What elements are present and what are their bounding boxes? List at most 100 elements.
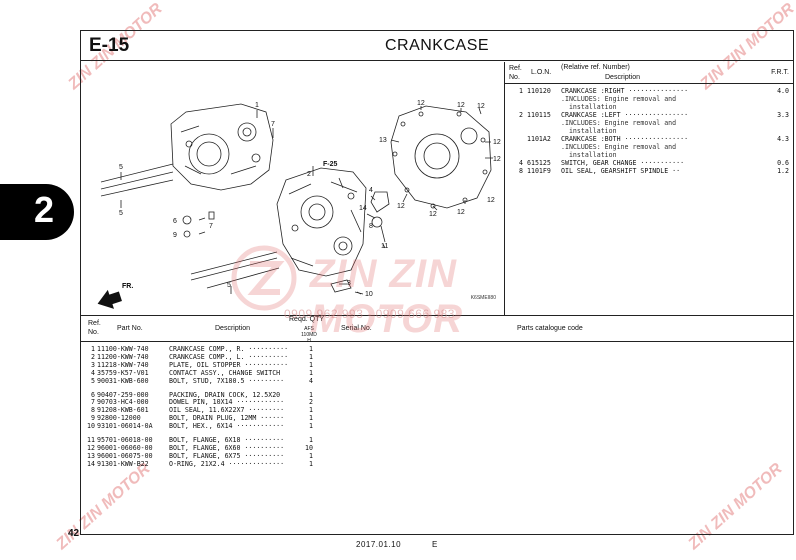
callout-13: 13 bbox=[379, 137, 387, 144]
relative-table-header: Ref. No. L.O.N. (Relative ref. Number) D… bbox=[505, 62, 793, 84]
callout-2: 2 bbox=[307, 171, 311, 178]
callout-5c: 5 bbox=[227, 282, 231, 289]
quantity: 1 bbox=[309, 352, 313, 361]
description: BOLT, FLANGE, 6X60 ·········· bbox=[169, 443, 285, 452]
quantity: 1 bbox=[309, 414, 313, 423]
header-lon: L.O.N. bbox=[531, 69, 552, 76]
lon-code: 110120 bbox=[527, 87, 551, 95]
header-catalogue-code: Parts catalogue code bbox=[517, 325, 583, 332]
diagram-code: K6SMEII80 bbox=[470, 295, 496, 301]
dowel-pin bbox=[208, 211, 215, 220]
lon-code: 1101A2 bbox=[527, 135, 551, 143]
watermark-main: ZIN ZIN MOTOR bbox=[230, 244, 590, 341]
description: CRANKCASE :BOTH ················ bbox=[561, 135, 689, 143]
callout-3: 3 bbox=[347, 280, 351, 287]
quantity: 1 bbox=[309, 360, 313, 369]
ref-no: 1 bbox=[519, 87, 523, 95]
description: OIL SEAL, GEARSHIFT SPINDLE ·· bbox=[561, 167, 681, 175]
description: CRANKCASE :LEFT ················ bbox=[561, 111, 689, 119]
header-model: AFS 110MD H bbox=[300, 326, 318, 344]
ref-no: 1 bbox=[91, 345, 95, 353]
part-number: 90703-HC4-000 bbox=[97, 398, 149, 407]
description: .INCLUDES: Engine removal and bbox=[561, 95, 677, 103]
description: BOLT, STUD, 7X180.5 ········· bbox=[169, 376, 285, 385]
description: BOLT, HEX., 6X14 ············ bbox=[169, 422, 285, 431]
lon-code: 615125 bbox=[527, 159, 551, 167]
callout-12b: 12 bbox=[457, 102, 465, 109]
description: BOLT, FLANGE, 6X75 ·········· bbox=[169, 451, 285, 460]
callout-8: 8 bbox=[369, 223, 373, 230]
parts-page: E-15 CRANKCASE bbox=[80, 30, 794, 535]
front-direction-label: FR. bbox=[122, 283, 133, 290]
header-relative: (Relative ref. Number) bbox=[561, 64, 630, 71]
description: OIL SEAL, 11.6X22X7 ········· bbox=[169, 406, 285, 415]
ref-no: 2 bbox=[91, 352, 95, 361]
callout-12d: 12 bbox=[493, 139, 501, 146]
page-number: 42 bbox=[68, 528, 80, 539]
crankcase-illustration: FR. 1 7 5 5 6 9 7 F-25 2 4 14 8 11 3 10 … bbox=[97, 100, 501, 309]
callout-7a: 7 bbox=[271, 121, 275, 128]
description: .INCLUDES: Engine removal and bbox=[561, 119, 677, 127]
switch-assembly bbox=[370, 191, 390, 213]
model-line-1: AFS bbox=[304, 326, 314, 332]
drain-plug bbox=[183, 230, 191, 238]
part-number: 96001-06075-00 bbox=[97, 451, 153, 460]
section-code: E-15 bbox=[89, 35, 130, 56]
callout-12e: 12 bbox=[493, 156, 501, 163]
watermark-brand: ZIN ZIN MOTOR bbox=[310, 252, 464, 341]
oil-stopper-plate bbox=[330, 279, 352, 293]
ref-no: 4 bbox=[91, 368, 95, 377]
quantity: 1 bbox=[309, 406, 313, 415]
lon-code: 1101F9 bbox=[527, 167, 551, 175]
ref-no: 2 bbox=[519, 111, 523, 119]
header-part-no: Part No. bbox=[117, 325, 143, 332]
part-number: 92800-12000 bbox=[97, 414, 141, 423]
ref-no: 4 bbox=[519, 159, 523, 167]
lon-code: 110115 bbox=[527, 111, 551, 119]
description: .INCLUDES: Engine removal and bbox=[561, 143, 677, 151]
description: BOLT, DRAIN PLUG, 12MM ······ bbox=[169, 414, 285, 423]
ref-no: 12 bbox=[87, 443, 95, 452]
description: CRANKCASE COMP., L. ·········· bbox=[169, 352, 289, 361]
ref-no: 11 bbox=[87, 436, 95, 444]
description: DOWEL PIN, 10X14 ············ bbox=[169, 398, 285, 407]
callout-12c: 12 bbox=[477, 103, 485, 110]
watermark-logo-icon bbox=[231, 245, 297, 311]
parts-table-header: Ref. No. Part No. Description Reqd. QTY … bbox=[81, 316, 793, 344]
ref-no: 10 bbox=[87, 422, 95, 431]
ref-no: 5 bbox=[91, 376, 95, 385]
description: PLATE, OIL STOPPER ··········· bbox=[169, 360, 289, 369]
description: installation bbox=[561, 151, 617, 159]
callout-12h: 12 bbox=[429, 211, 437, 218]
header-description: Description bbox=[215, 325, 251, 332]
part-number: 35759-K57-V01 bbox=[97, 368, 149, 377]
header-ref-no: Ref. No. bbox=[509, 65, 522, 81]
quantity: 2 bbox=[309, 398, 313, 407]
part-number: 11200-KWW-740 bbox=[97, 352, 149, 361]
part-number: 91208-KWB-601 bbox=[97, 406, 149, 415]
callout-10: 10 bbox=[365, 291, 373, 298]
model-line-2: 110MD bbox=[301, 332, 317, 338]
packing-ring bbox=[182, 215, 192, 225]
ref-no: 3 bbox=[91, 360, 95, 369]
parts-list: Ref. No. Part No. Description Reqd. QTY … bbox=[81, 315, 793, 535]
callout-9: 9 bbox=[173, 232, 177, 239]
header-description: Description bbox=[605, 74, 641, 81]
relative-reference-table: Ref. No. L.O.N. (Relative ref. Number) D… bbox=[505, 62, 793, 315]
ref-no: 8 bbox=[519, 167, 523, 175]
ref-no: 13 bbox=[87, 451, 95, 460]
description: PACKING, DRAIN COCK, 12.5X20 bbox=[169, 390, 281, 399]
callout-5b: 5 bbox=[119, 210, 123, 217]
callout-7b: 7 bbox=[209, 223, 213, 230]
description: SWITCH, GEAR CHANGE ··········· bbox=[561, 159, 685, 167]
callout-f25: F-25 bbox=[323, 161, 338, 168]
part-number: 11100-KWW-740 bbox=[97, 345, 149, 353]
ref-no: 7 bbox=[91, 398, 95, 407]
